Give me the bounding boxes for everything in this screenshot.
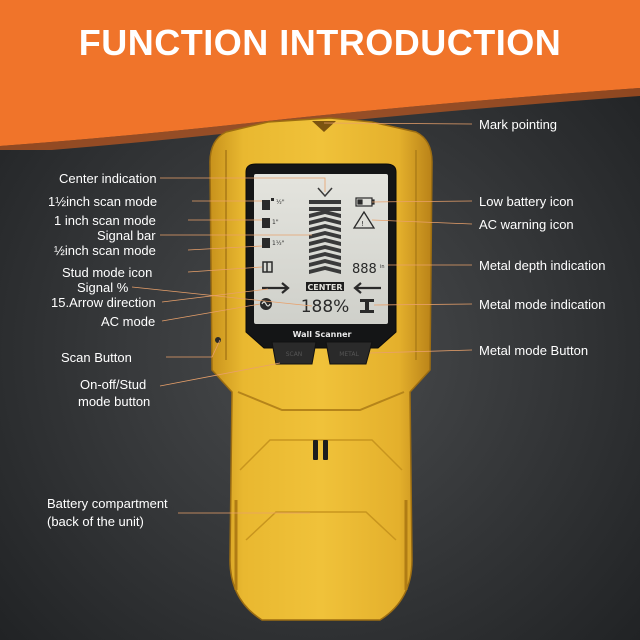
svg-text:½": ½" <box>276 199 285 206</box>
label-signal-bar: Signal bar <box>97 228 156 243</box>
label-on-off-stud-line1: On-off/Stud <box>80 377 147 392</box>
label-stud-mode-icon: Stud mode icon <box>62 265 153 280</box>
label-arrow-direction: 15.Arrow direction <box>51 295 156 310</box>
label-signal-percent: Signal % <box>77 280 129 295</box>
label-low-battery-icon: Low battery icon <box>479 194 574 209</box>
label-scan-button: Scan Button <box>61 350 132 365</box>
svg-text:1½": 1½" <box>272 240 285 247</box>
metal-mode-icon <box>360 299 374 313</box>
svg-text:1": 1" <box>272 219 279 226</box>
model-label: Wall Scanner <box>293 330 352 339</box>
label-center-indication: Center indication <box>59 171 157 186</box>
stud-mode-icon <box>262 261 273 273</box>
one-half-inch-mode-icon: ½" <box>262 198 285 210</box>
ac-warning-icon: ! <box>352 210 376 229</box>
label-metal-depth-indication: Metal depth indication <box>479 258 606 273</box>
svg-text:SCAN: SCAN <box>286 351 303 358</box>
label-half-inch-scan-mode: ½inch scan mode <box>54 243 156 258</box>
label-battery-line1: Battery compartment <box>47 496 168 511</box>
scan-button[interactable]: SCAN <box>271 341 317 365</box>
label-one-inch-scan-mode: 1 inch scan mode <box>54 213 156 228</box>
metal-depth-readout: 888 <box>352 262 377 277</box>
center-label-bg <box>306 282 344 291</box>
center-indicator-icon <box>317 187 333 198</box>
label-battery-line2: (back of the unit) <box>47 514 144 529</box>
metal-mode-button[interactable]: METAL <box>325 341 373 365</box>
label-on-off-stud-line2: mode button <box>78 394 151 409</box>
vent-slot-left <box>313 440 318 460</box>
page-title: FUNCTION INTRODUCTION <box>78 22 562 63</box>
left-arrow-icon <box>262 282 290 294</box>
vent-slot-right <box>323 440 328 460</box>
signal-percent-readout: 188% <box>301 297 350 317</box>
right-arrow-icon <box>353 282 381 294</box>
label-ac-mode: AC mode <box>101 314 156 329</box>
metal-depth-unit: in <box>380 264 385 270</box>
label-mark-pointing: Mark pointing <box>479 117 558 132</box>
label-metal-mode-indication: Metal mode indication <box>479 297 606 312</box>
svg-text:!: ! <box>361 220 364 228</box>
label-metal-mode-button: Metal mode Button <box>479 343 589 358</box>
label-one-half-inch-scan-mode: 1½inch scan mode <box>48 194 158 209</box>
label-ac-warning-icon: AC warning icon <box>479 217 574 232</box>
center-label: CENTER <box>307 283 342 292</box>
mark-pointing-notch <box>312 121 336 132</box>
signal-bar <box>309 200 341 274</box>
half-inch-mode-icon: 1½" <box>262 238 285 248</box>
one-inch-mode-icon: 1" <box>262 218 279 228</box>
svg-text:METAL: METAL <box>339 351 359 358</box>
